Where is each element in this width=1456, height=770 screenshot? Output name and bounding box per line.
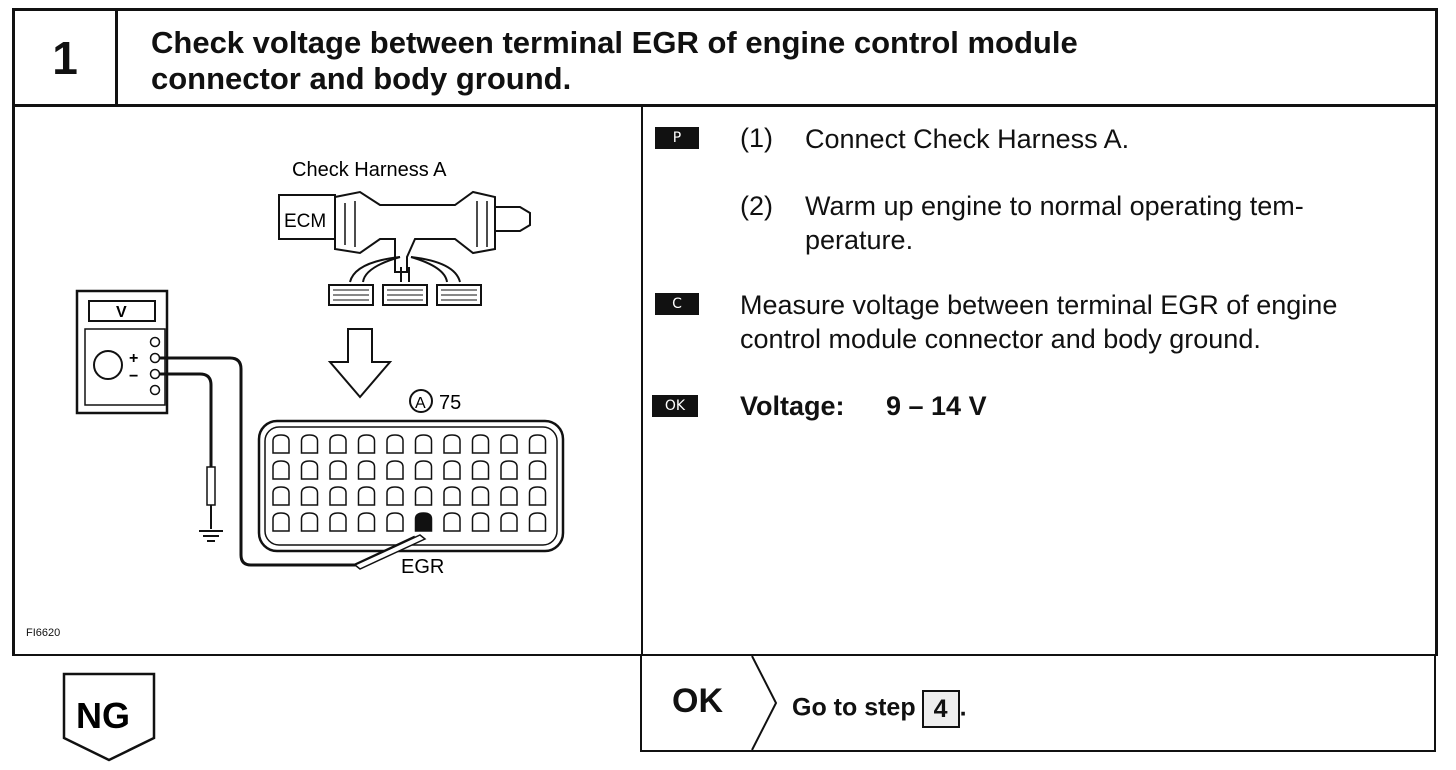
connector-terminals — [272, 434, 547, 532]
ng-result: NG — [62, 672, 158, 769]
connector-terminal — [329, 460, 347, 480]
goto-step-link[interactable]: 4 — [921, 690, 960, 728]
spec-label: Voltage: — [740, 391, 845, 421]
negative-lead — [160, 372, 213, 467]
ecm-label: ECM — [284, 211, 326, 232]
ground-probe — [206, 466, 216, 506]
connector-terminal — [300, 512, 319, 532]
connector-terminal — [443, 512, 461, 532]
ok-badge: OK — [652, 395, 698, 417]
connector-id: A — [415, 395, 426, 412]
down-arrow-icon — [327, 328, 393, 399]
step-title: Check voltage between terminal EGR of en… — [151, 25, 1078, 97]
ecm-box — [278, 194, 336, 240]
connector-terminal — [528, 460, 547, 480]
connector-terminal — [414, 434, 433, 454]
step-body: Check Harness A ECM A 75 — [12, 107, 1438, 656]
connector-terminal — [471, 512, 490, 532]
instructions-panel: P (1) Connect Check Harness A. (2) Warm … — [652, 107, 1432, 652]
title-line-1: Check voltage between terminal EGR of en… — [151, 25, 1078, 60]
wiring-diagram: Check Harness A ECM A 75 — [75, 159, 565, 578]
check-badge: C — [655, 293, 699, 315]
connector-terminal — [471, 486, 490, 506]
positive-lead — [160, 356, 416, 567]
ground-icon — [199, 530, 223, 542]
ok-result-label: OK — [672, 682, 723, 720]
step2-line1: Warm up engine to normal operating tem- — [805, 191, 1304, 221]
connector-terminal — [414, 486, 433, 506]
connector-terminal — [414, 460, 433, 480]
voltmeter-unit: V — [116, 304, 127, 321]
egr-label: EGR — [401, 556, 444, 578]
connector-terminal — [272, 486, 290, 506]
spec-value: 9 – 14 V — [886, 391, 987, 421]
connector-terminal — [471, 434, 490, 454]
connector-terminal — [272, 512, 290, 532]
connector-terminal — [500, 486, 518, 506]
connector-terminal — [386, 460, 404, 480]
connector-terminal — [357, 434, 376, 454]
connector-terminal — [500, 512, 518, 532]
connector-terminal — [357, 486, 376, 506]
check-line2: control module connector and body ground… — [740, 324, 1261, 354]
ng-pentagon: NG — [62, 672, 156, 762]
prep-badge: P — [655, 127, 699, 149]
connector-terminal — [329, 486, 347, 506]
ok-chevron-icon — [751, 656, 778, 750]
title-line-2: connector and body ground. — [151, 61, 572, 96]
ng-label: NG — [76, 695, 130, 736]
connector-terminal — [329, 434, 347, 454]
minus-sign: − — [129, 368, 138, 385]
connector-terminal — [300, 486, 319, 506]
step1-text: Connect Check Harness A. — [805, 124, 1130, 154]
step2-number: (2) — [740, 191, 773, 221]
harness-body — [334, 190, 496, 273]
connector-terminal — [272, 460, 290, 480]
voltmeter-display — [88, 300, 156, 322]
plus-sign: + — [129, 350, 138, 367]
connector-terminal — [528, 486, 547, 506]
connector-terminal — [386, 512, 404, 532]
step-number: 1 — [15, 11, 118, 104]
step1-number: (1) — [740, 123, 773, 153]
figure-id: FI6620 — [26, 627, 61, 639]
connector-terminal — [300, 460, 319, 480]
connector-terminal — [443, 460, 461, 480]
connector-terminal — [329, 512, 347, 532]
connector-terminal — [443, 434, 461, 454]
goto-period: . — [959, 693, 967, 722]
goto-label: Go to step — [792, 693, 916, 722]
connector-terminal — [386, 486, 404, 506]
connector-terminal — [357, 460, 376, 480]
step2-line2: perature. — [805, 225, 914, 255]
connector-terminal — [272, 434, 290, 454]
connector-terminal — [300, 434, 319, 454]
connector-terminal — [528, 434, 547, 454]
connector-terminal — [357, 512, 376, 532]
connector-id-circle — [409, 389, 433, 413]
connector-terminal — [500, 434, 518, 454]
connector-terminal — [528, 512, 547, 532]
step-header: 1 Check voltage between terminal EGR of … — [12, 8, 1438, 107]
column-divider — [641, 107, 643, 654]
connector-terminal — [500, 460, 518, 480]
connector-terminal — [443, 486, 461, 506]
check-line1: Measure voltage between terminal EGR of … — [740, 290, 1338, 320]
connector-number: 75 — [439, 392, 461, 414]
connector-terminal — [386, 434, 404, 454]
voltmeter-dial — [93, 350, 123, 380]
harness-label: Check Harness A — [292, 159, 447, 181]
egr-terminal — [414, 512, 433, 532]
connector-terminal — [471, 460, 490, 480]
harness-tail — [495, 206, 531, 232]
